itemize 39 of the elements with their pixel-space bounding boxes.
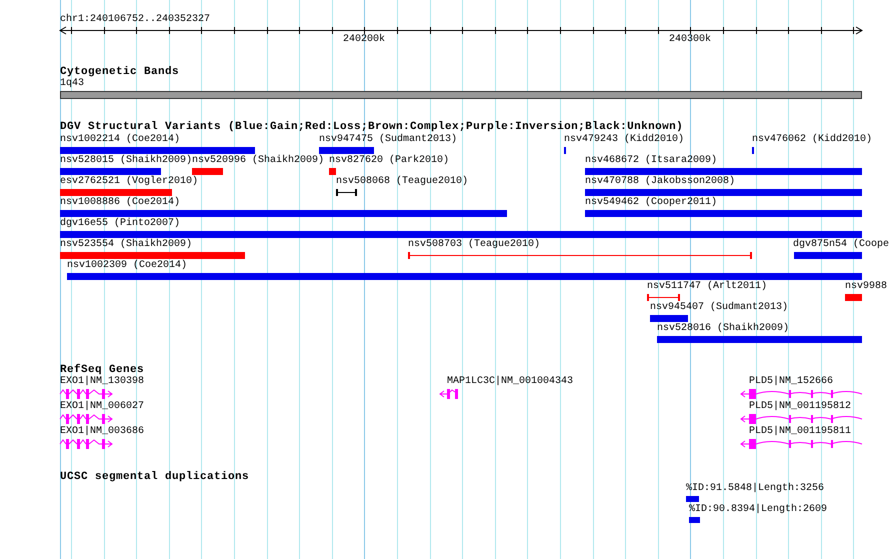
- variant-label: nsv945407 (Sudmant2013): [650, 302, 788, 314]
- variant-label: nsv508068 (Teague2010): [336, 176, 468, 188]
- tick-label: 240200k: [343, 34, 385, 46]
- track-title: RefSeq Genes: [60, 364, 144, 376]
- tick-label: 240300k: [669, 34, 711, 46]
- variant-label: nsv468672 (Itsara2009): [585, 155, 718, 167]
- variant-label: nsv1002214 (Coe2014): [60, 134, 180, 146]
- variant-label: nsv827620 (Park2010): [329, 155, 450, 167]
- track-title: DGV Structural Variants (Blue:Gain;Red:Loss;Brown:Complex;Purple:Inversion;Black:Unknown): [60, 121, 684, 133]
- variant-label: nsv528015 (Shaikh2009): [60, 155, 192, 167]
- track-title: UCSC segmental duplications: [60, 471, 250, 483]
- variant-label: nsv1002309 (Coe2014): [67, 260, 188, 272]
- variant-label: nsv508703 (Teague2010): [408, 239, 540, 251]
- gene-label: MAP1LC3C|NM_001004343: [447, 376, 574, 388]
- variant-label: nsv549462 (Cooper2011): [585, 197, 718, 209]
- variant-label: nsv511747 (Arlt2011): [647, 281, 768, 293]
- variant-label: esv2762521 (Vogler2010): [60, 176, 198, 188]
- variant-label: nsv523554 (Shaikh2009): [60, 239, 192, 251]
- track-title: Cytogenetic Bands: [60, 66, 180, 78]
- gene-label: EXO1|NM_130398: [60, 376, 144, 388]
- variant-label: nsv947475 (Sudmant2013): [319, 134, 458, 146]
- variant-label: nsv479243 (Kidd2010): [564, 134, 684, 146]
- duplication-label: %ID:90.8394|Length:2609: [689, 504, 828, 516]
- gene-label: EXO1|NM_003686: [60, 426, 144, 438]
- variant-label: nsv470788 (Jakobsson2008): [585, 176, 736, 188]
- gene-label: PLD5|NM_001195811: [749, 426, 852, 438]
- variant-label: nsv528016 (Shaikh2009): [657, 323, 790, 335]
- coordinate-label: chr1:240106752..240352327: [60, 14, 210, 26]
- variant-label: nsv9988: [845, 281, 888, 293]
- variant-label: dgv875n54 (Coope: [793, 239, 890, 251]
- gene-label: EXO1|NM_006027: [60, 401, 144, 413]
- variant-label: nsv1008886 (Coe2014): [60, 197, 180, 209]
- gene-label: PLD5|NM_001195812: [749, 401, 852, 413]
- variant-label: nsv520996 (Shaikh2009): [192, 155, 324, 167]
- duplication-label: %ID:91.5848|Length:3256: [686, 483, 824, 495]
- variant-label: nsv476062 (Kidd2010): [752, 134, 872, 146]
- band-label: 1q43: [60, 78, 84, 90]
- gene-label: PLD5|NM_152666: [749, 376, 834, 388]
- variant-label: dgv16e55 (Pinto2007): [60, 218, 180, 230]
